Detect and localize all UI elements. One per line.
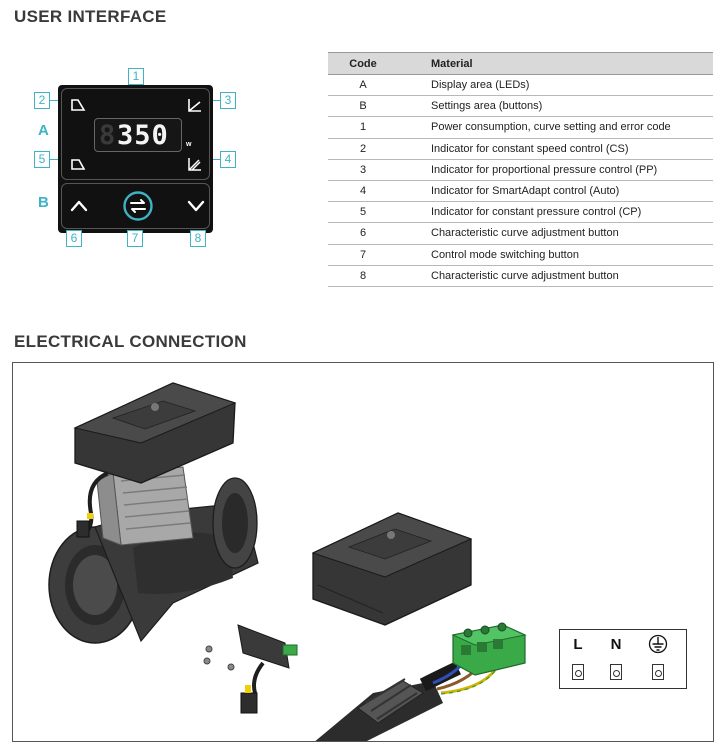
row-material: Control mode switching button — [398, 244, 713, 266]
row-material: Indicator for constant speed control (CS… — [398, 138, 713, 160]
row-code: 4 — [328, 180, 398, 203]
row-material: Power consumption, curve setting and err… — [398, 116, 713, 139]
control-module — [311, 512, 473, 626]
row-code: 5 — [328, 201, 398, 224]
header-material: Material — [398, 52, 713, 75]
user-interface-diagram: 8 350 w 1 2 3 4 5 6 7 — [28, 60, 258, 260]
callout-4: 4 — [220, 151, 236, 168]
row-material: Indicator for proportional pressure cont… — [398, 159, 713, 181]
row-code: B — [328, 95, 398, 118]
display-area: 8 350 w — [61, 88, 210, 180]
row-code: 3 — [328, 159, 398, 181]
constant-speed-curve-icon — [71, 99, 86, 111]
pump-body — [48, 382, 259, 644]
electrical-connection-figure: L N — [12, 362, 714, 742]
row-code: 6 — [328, 222, 398, 245]
pump-exploded-illustration — [48, 382, 527, 741]
leader-line — [50, 159, 62, 160]
row-material: Display area (LEDs) — [398, 74, 713, 97]
callout-2: 2 — [34, 92, 50, 109]
row-material: Indicator for constant pressure control … — [398, 201, 713, 224]
earth-ground-icon — [648, 634, 668, 654]
callout-5: 5 — [34, 151, 50, 168]
terminal-block — [451, 622, 527, 676]
table-header-row: Code Material — [328, 52, 713, 75]
leader-line — [206, 100, 220, 101]
callout-8: 8 — [190, 230, 206, 247]
terminal-screw-ground — [652, 664, 664, 680]
callout-1: 1 — [128, 68, 144, 85]
settings-area — [61, 183, 210, 229]
inactive-segments: 8 — [99, 120, 116, 151]
row-code: A — [328, 74, 398, 97]
row-material: Settings area (buttons) — [398, 95, 713, 118]
chevron-down-icon[interactable] — [187, 197, 205, 215]
row-label-a: A — [38, 122, 49, 139]
leader-line — [50, 100, 62, 101]
proportional-pressure-icon — [188, 99, 201, 112]
connector-parts — [203, 624, 298, 714]
row-label-b: B — [38, 194, 49, 211]
row-code: 1 — [328, 116, 398, 139]
row-code: 2 — [328, 138, 398, 160]
display-value: 350 — [117, 120, 169, 151]
terminal-screw-l — [572, 664, 584, 680]
unit-label: w — [186, 141, 192, 148]
chevron-up-icon[interactable] — [70, 197, 88, 215]
callout-3: 3 — [220, 92, 236, 109]
mode-switch-icon[interactable] — [122, 190, 154, 222]
cable-gland — [315, 661, 461, 741]
header-code: Code — [328, 52, 398, 75]
user-interface-heading: USER INTERFACE — [14, 7, 167, 26]
row-material: Indicator for SmartAdapt control (Auto) — [398, 180, 713, 203]
leader-line — [206, 159, 220, 160]
terminal-label-n: N — [610, 636, 622, 653]
terminal-screw-n — [610, 664, 622, 680]
callout-6: 6 — [66, 230, 82, 247]
electrical-connection-heading: ELECTRICAL CONNECTION — [14, 332, 247, 351]
terminal-legend: L N — [559, 629, 687, 689]
row-material: Characteristic curve adjustment button — [398, 265, 713, 287]
callout-7: 7 — [127, 230, 143, 247]
pump-control-panel: 8 350 w — [58, 85, 213, 233]
smartadapt-icon — [188, 158, 201, 171]
row-code: 7 — [328, 244, 398, 266]
row-material: Characteristic curve adjustment button — [398, 222, 713, 245]
row-code: 8 — [328, 265, 398, 287]
terminal-label-l: L — [573, 636, 583, 653]
power-display: 8 350 — [94, 118, 182, 152]
constant-pressure-icon — [71, 159, 86, 170]
